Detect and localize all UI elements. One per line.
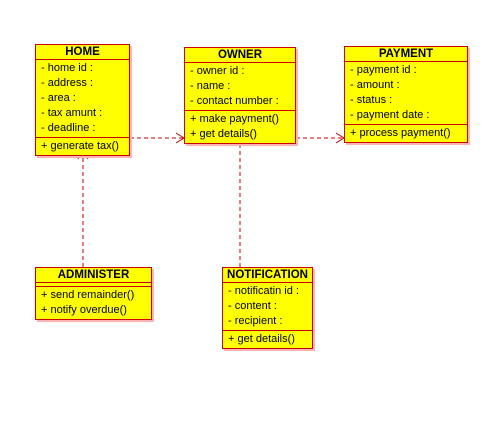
attribute: - tax amunt : <box>41 107 103 119</box>
attribute: - address : <box>41 77 93 89</box>
class-notification-attributes: - notificatin id : - content : - recipie… <box>223 283 312 330</box>
attribute: - content : <box>228 300 277 312</box>
relation-owner-payment <box>296 132 345 144</box>
class-payment[interactable]: PAYMENT - payment id : - amount : - stat… <box>344 46 468 143</box>
attribute: - payment date : <box>350 109 430 121</box>
method: + notify overdue() <box>41 304 127 316</box>
attribute: - home id : <box>41 62 93 74</box>
method: + process payment() <box>350 127 451 139</box>
attribute: - contact number : <box>190 95 279 107</box>
class-administer-methods: + send remainder() + notify overdue() <box>36 286 151 319</box>
attribute: - payment id : <box>350 64 417 76</box>
class-payment-attributes: - payment id : - amount : - status : - p… <box>345 62 467 124</box>
class-notification[interactable]: NOTIFICATION - notificatin id : - conten… <box>222 267 313 349</box>
class-home-methods: + generate tax() <box>36 137 129 155</box>
class-notification-title: NOTIFICATION <box>223 268 312 283</box>
attribute: - deadline : <box>41 122 96 134</box>
attribute: - area : <box>41 92 76 104</box>
method: + get details() <box>228 333 295 345</box>
class-owner-methods: + make payment() + get details() <box>185 110 295 143</box>
class-payment-methods: + process payment() <box>345 124 467 142</box>
relation-home-owner <box>130 132 185 144</box>
attribute: - recipient : <box>228 315 283 327</box>
relation-administer-home <box>77 150 89 267</box>
method: + generate tax() <box>41 140 119 152</box>
class-home-attributes: - home id : - address : - area : - tax a… <box>36 60 129 137</box>
attribute: - name : <box>190 80 231 92</box>
class-home[interactable]: HOME - home id : - address : - area : - … <box>35 44 130 156</box>
attribute: - owner id : <box>190 65 245 77</box>
attribute: - notificatin id : <box>228 285 299 297</box>
attribute: - amount : <box>350 79 400 91</box>
method: + make payment() <box>190 113 279 125</box>
class-administer[interactable]: ADMINISTER + send remainder() + notify o… <box>35 267 152 320</box>
class-owner-attributes: - owner id : - name : - contact number : <box>185 63 295 110</box>
relation-notification-owner <box>234 137 246 267</box>
class-payment-title: PAYMENT <box>345 47 467 62</box>
attribute: - status : <box>350 94 393 106</box>
method: + send remainder() <box>41 289 135 301</box>
class-owner-title: OWNER <box>185 48 295 63</box>
class-home-title: HOME <box>36 45 129 60</box>
class-administer-title: ADMINISTER <box>36 268 151 283</box>
class-notification-methods: + get details() <box>223 330 312 348</box>
method: + get details() <box>190 128 257 140</box>
class-owner[interactable]: OWNER - owner id : - name : - contact nu… <box>184 47 296 144</box>
